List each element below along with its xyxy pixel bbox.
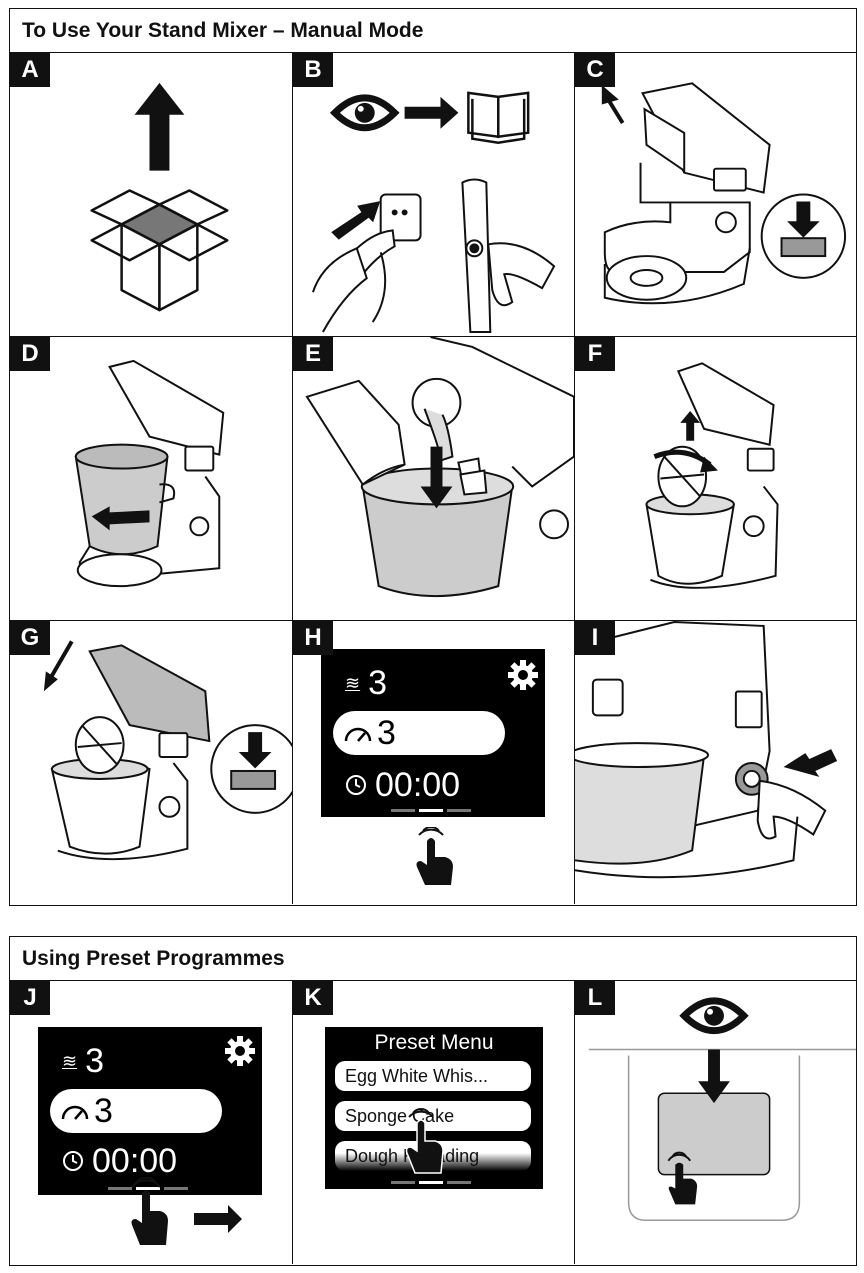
step-b-panel: B xyxy=(293,53,575,337)
lower-head-illustration xyxy=(43,640,292,861)
clock-icon xyxy=(63,1151,83,1171)
heat-row: ≋ 3 xyxy=(345,663,387,703)
preset-programmes-section: Using Preset Programmes J ≋ 3 xyxy=(9,936,857,1266)
down-arrow-icon xyxy=(420,446,453,509)
step-letter-h: H xyxy=(293,621,333,655)
step-letter-b: B xyxy=(293,53,333,87)
power-button-press-illustration xyxy=(461,178,556,334)
clock-icon xyxy=(346,775,366,795)
preset-item-egg-white[interactable]: Egg White Whis... xyxy=(335,1061,531,1091)
read-manual-and-plug-illustration xyxy=(311,91,556,334)
speed-value: 3 xyxy=(94,1091,113,1130)
speed-pill[interactable]: 3 xyxy=(50,1089,222,1133)
step-d-panel: D xyxy=(10,337,293,621)
step-l-panel: L xyxy=(575,981,856,1264)
down-arrow-icon xyxy=(698,1049,730,1104)
book-icon xyxy=(467,91,530,144)
speedometer-icon xyxy=(61,1105,89,1120)
heat-row: ≋ 3 xyxy=(62,1041,104,1081)
time-value: 00:00 xyxy=(375,765,461,804)
step-letter-a: A xyxy=(10,53,50,87)
speedometer-icon xyxy=(344,727,372,742)
timer-row: 00:00 xyxy=(345,763,460,807)
step-letter-g: G xyxy=(10,621,50,655)
plug-socket-illustration xyxy=(311,193,422,333)
step-letter-e: E xyxy=(293,337,333,371)
step-j-panel: J ≋ 3 3 xyxy=(10,981,293,1264)
step-i-panel: I xyxy=(575,621,856,904)
up-arrow-icon xyxy=(680,410,701,441)
display-panel xyxy=(657,1092,771,1176)
step-letter-j: J xyxy=(10,981,50,1015)
step-g-panel: G xyxy=(10,621,293,904)
swipe-hand-icon xyxy=(131,1177,242,1245)
step-h-panel: H ≋ 3 3 xyxy=(293,621,575,904)
heat-waves-icon: ≋ xyxy=(62,1050,78,1071)
down-left-arrow-icon xyxy=(43,671,58,692)
gear-icon[interactable] xyxy=(224,1035,256,1067)
raise-head-illustration xyxy=(601,82,847,305)
up-arrow-icon xyxy=(134,82,185,171)
down-arrow-icon xyxy=(238,732,272,769)
timer-row: 00:00 xyxy=(62,1139,177,1183)
zoom-inset-lock xyxy=(760,193,847,279)
speed-value: 3 xyxy=(377,713,396,752)
manual-mode-section: To Use Your Stand Mixer – Manual Mode A xyxy=(9,8,857,906)
gear-icon[interactable] xyxy=(507,659,539,691)
step-letter-l: L xyxy=(575,981,615,1015)
preset-menu-title: Preset Menu xyxy=(374,1031,494,1054)
eye-icon xyxy=(679,997,749,1034)
right-arrow-icon xyxy=(194,1205,242,1233)
step-a-panel: A xyxy=(10,53,293,337)
speed-pill[interactable]: 3 xyxy=(333,711,505,755)
fit-bowl-illustration xyxy=(74,359,225,588)
open-box-icon xyxy=(90,189,229,312)
step-k-panel: K Preset Menu Egg White Whis... Sponge C… xyxy=(293,981,575,1264)
touch-hand-icon xyxy=(416,827,453,885)
zoom-inset-lock xyxy=(210,724,292,814)
left-arrow-icon xyxy=(91,506,150,531)
step-letter-k: K xyxy=(293,981,333,1015)
control-screen: ≋ 3 3 xyxy=(321,649,545,817)
heat-value: 3 xyxy=(85,1041,105,1080)
step-c-panel: C xyxy=(575,53,856,337)
step-letter-c: C xyxy=(575,53,615,87)
heat-waves-icon: ≋ xyxy=(345,672,361,693)
touch-hand-icon xyxy=(405,1108,444,1174)
page-indicator xyxy=(108,1187,188,1190)
touch-hand-icon xyxy=(667,1151,698,1205)
add-ingredients-illustration xyxy=(305,337,574,598)
press-knob-illustration xyxy=(575,621,838,879)
step-letter-i: I xyxy=(575,621,615,655)
eye-icon xyxy=(329,94,400,132)
page-indicator xyxy=(391,1181,471,1184)
step-f-panel: F xyxy=(575,337,856,621)
arrow-to-socket-icon xyxy=(331,201,381,240)
page-indicator xyxy=(391,809,471,812)
right-arrow-icon xyxy=(404,96,459,129)
time-value: 00:00 xyxy=(92,1141,178,1180)
step-letter-d: D xyxy=(10,337,50,371)
section-title-manual: To Use Your Stand Mixer – Manual Mode xyxy=(10,9,856,53)
view-display-illustration xyxy=(588,997,856,1222)
step-e-panel: E xyxy=(293,337,575,621)
section-title-preset: Using Preset Programmes xyxy=(10,937,856,981)
heat-value: 3 xyxy=(368,663,388,702)
control-screen: ≋ 3 3 xyxy=(38,1027,262,1195)
down-arrow-icon xyxy=(787,201,820,238)
step-letter-f: F xyxy=(575,337,615,371)
left-arrow-icon xyxy=(783,749,838,777)
unbox-illustration xyxy=(90,82,229,312)
fit-tool-illustration xyxy=(645,362,779,589)
